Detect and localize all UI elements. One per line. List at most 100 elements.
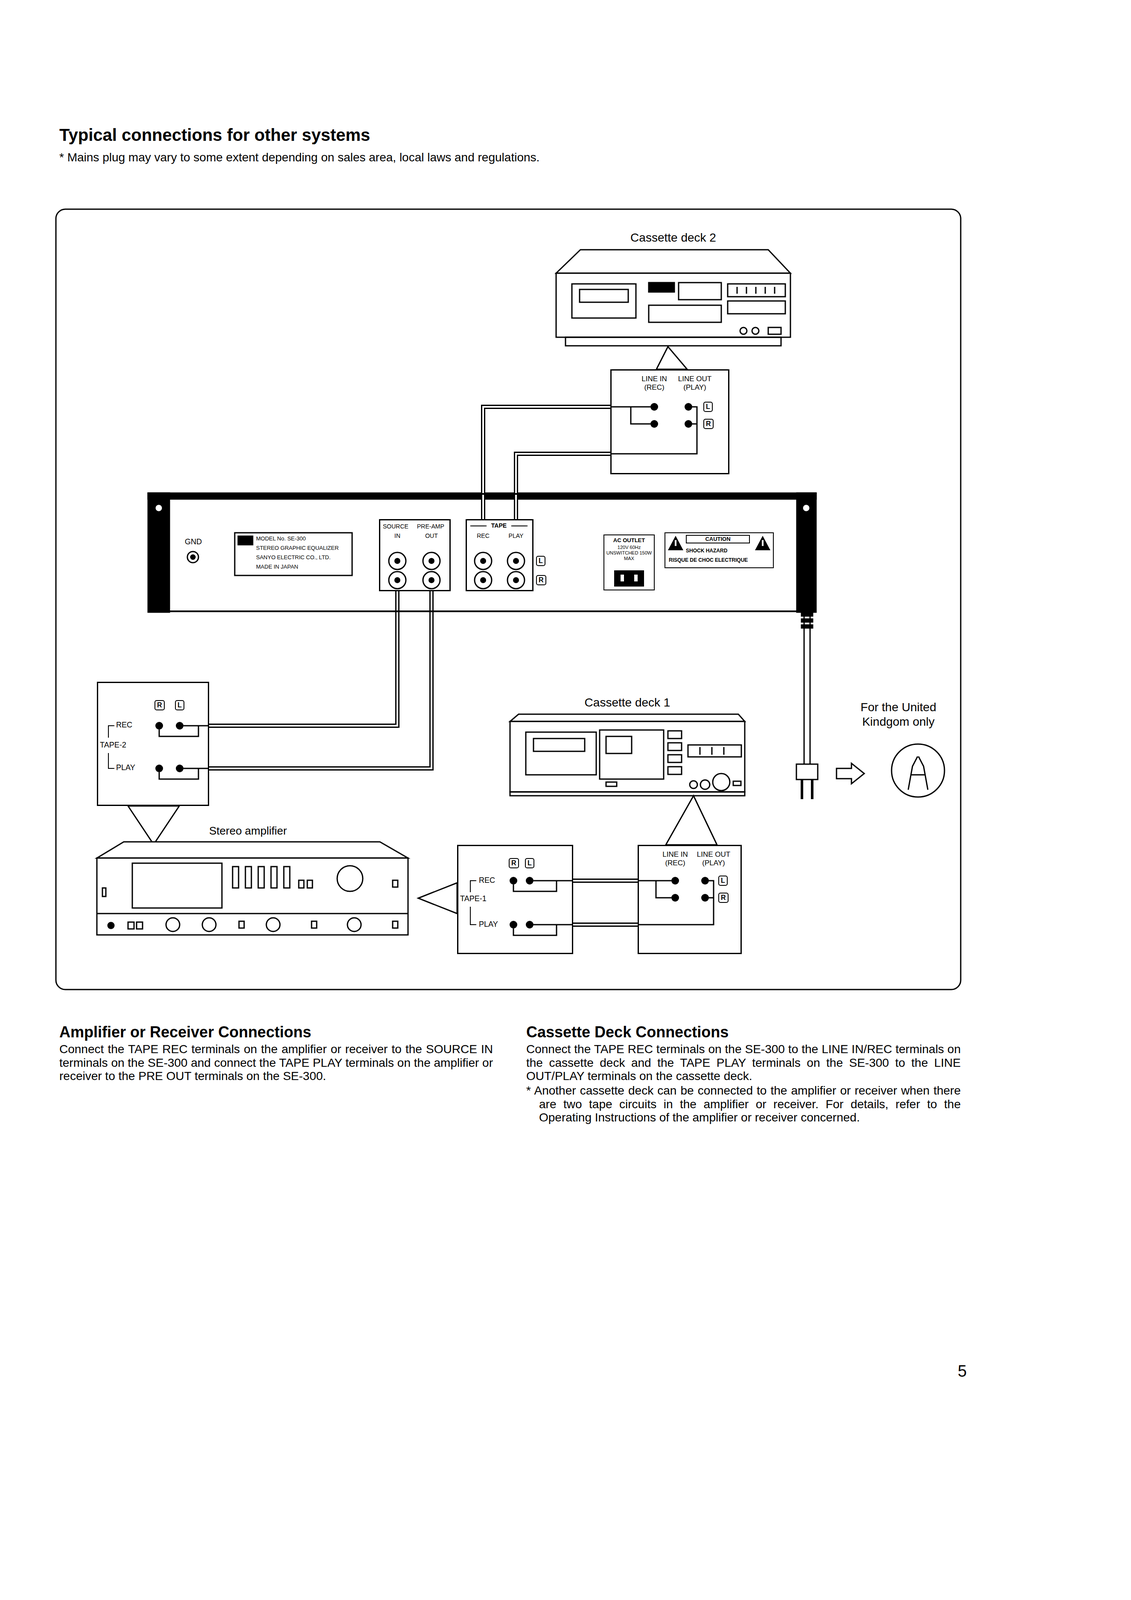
node-label: SOURCE	[382, 522, 409, 531]
stereo-amplifier-drawing	[96, 805, 458, 935]
power-cord	[801, 779, 813, 799]
cable	[209, 591, 432, 769]
stereo-amplifier-drawing	[96, 912, 409, 915]
cable	[483, 406, 611, 519]
cassette-deck-2-drawing	[648, 305, 722, 323]
jack-drawing	[388, 571, 406, 589]
stereo-amplifier-drawing	[271, 866, 277, 888]
node-label: 120V 60Hz UNSWITCHED 150W MAX	[605, 544, 653, 562]
stereo-amplifier-drawing	[245, 866, 252, 888]
cassette-deck-1-drawing	[510, 721, 745, 792]
stereo-amplifier-drawing	[307, 880, 313, 888]
jack-drawing	[513, 557, 519, 564]
cassette-deck-1-drawing	[687, 744, 742, 757]
jack-drawing	[388, 552, 406, 570]
cassette-deck-1-drawing	[525, 731, 597, 775]
jack-drawing	[509, 920, 518, 929]
node-label: Stereo amplifier	[209, 824, 287, 838]
power-cord	[801, 624, 813, 628]
channel-mark: L	[174, 699, 185, 711]
jack-drawing	[634, 574, 638, 582]
node-label: REC	[478, 875, 496, 886]
nameplate-text: STEREO GRAPHIC EQUALIZER	[256, 544, 339, 552]
channel-mark: R	[154, 699, 165, 711]
jack-drawing	[611, 406, 697, 454]
rear-panel: GNDSOURCEPRE-AMPINOUTTAPERECPLAYAC OUTLE…	[148, 492, 817, 613]
rear-panel-drawing	[234, 532, 353, 576]
cable	[573, 923, 638, 926]
cassette-deck-2-drawing	[768, 327, 782, 335]
jack-drawing	[684, 402, 693, 411]
power-cord	[891, 743, 945, 797]
cable	[573, 924, 638, 925]
channel-mark: L	[524, 857, 535, 869]
cable	[573, 922, 638, 927]
jack-drawing	[474, 552, 492, 570]
node-label: PLAY	[116, 763, 136, 773]
cassette-deck-1-drawing	[510, 714, 745, 722]
jack-drawing	[507, 571, 525, 589]
cassette-deck-1-drawing	[689, 780, 698, 789]
node-label: LINE OUT (PLAY)	[692, 850, 735, 868]
jack-drawing	[509, 876, 518, 885]
power-cord	[836, 763, 865, 784]
page-number: 5	[957, 1361, 967, 1382]
stereo-amplifier-drawing	[166, 917, 180, 932]
node-label: IN	[388, 532, 406, 540]
section-heading: Amplifier or Receiver Connections	[59, 1022, 312, 1041]
node-label: OUT	[422, 532, 441, 540]
node-label: CAUTION	[685, 534, 750, 544]
cassette-deck-2-drawing	[556, 249, 791, 274]
title: Typical connections for other systems	[59, 124, 371, 146]
node-label: LINE OUT (PLAY)	[673, 374, 717, 393]
body-text: Connect the TAPE REC terminals on the am…	[59, 1042, 493, 1083]
channel-mark: R	[536, 574, 547, 586]
jack-drawing	[474, 571, 492, 589]
power-cord	[801, 618, 813, 622]
cable	[209, 591, 432, 769]
jack-drawing	[604, 535, 656, 592]
cassette-deck-1-drawing	[667, 742, 682, 751]
stereo-amplifier-drawing	[102, 887, 106, 897]
jack-drawing	[667, 535, 684, 551]
rear-panel-drawing	[796, 492, 817, 613]
cable	[483, 406, 611, 519]
channel-mark: L	[718, 875, 728, 886]
cassette-deck-2-drawing	[571, 283, 636, 318]
jack-drawing	[175, 721, 184, 730]
stereo-amplifier-drawing	[258, 866, 265, 888]
note: * Mains plug may vary to some extent dep…	[59, 150, 956, 165]
jack-drawing	[422, 571, 441, 589]
node-label: PLAY	[503, 532, 529, 540]
body-note: * Another cassette deck can be connected…	[526, 1083, 961, 1125]
stereo-amplifier-drawing	[418, 882, 458, 914]
stereo-amplifier-drawing	[128, 805, 180, 845]
cassette-deck-2-drawing	[752, 327, 759, 335]
channel-mark: R	[703, 418, 714, 429]
jack-drawing	[159, 725, 208, 737]
jack-drawing	[428, 577, 435, 583]
rear-panel-drawing	[148, 492, 170, 613]
stereo-amplifier-drawing	[266, 917, 280, 932]
stereo-amplifier-drawing	[96, 841, 409, 858]
cassette-deck-1-drawing	[606, 736, 632, 754]
jack-drawing	[480, 557, 487, 564]
power-cord	[801, 612, 813, 616]
jack-drawing	[380, 520, 452, 593]
rear-panel-drawing	[802, 504, 811, 512]
cassette-deck-2-drawing	[678, 282, 722, 300]
cable	[209, 591, 432, 769]
node-label: SHOCK HAZARD	[685, 547, 728, 554]
cassette-deck-1-drawing	[733, 781, 741, 786]
jack-drawing	[701, 876, 709, 885]
channel-mark: R	[718, 892, 729, 903]
channel-mark: R	[508, 857, 519, 869]
cassette-deck-1-drawing	[667, 754, 682, 763]
jack-drawing	[650, 402, 659, 411]
callout-note: For the United Kindgom only	[847, 699, 950, 729]
node-label: RISQUE DE CHOC ELECTRIQUE	[668, 556, 748, 563]
power-cord	[796, 763, 818, 780]
jack-panel: RECTAPE-2PLAY	[96, 681, 210, 806]
jack-drawing	[525, 920, 534, 929]
section-heading: Cassette Deck Connections	[526, 1022, 729, 1041]
